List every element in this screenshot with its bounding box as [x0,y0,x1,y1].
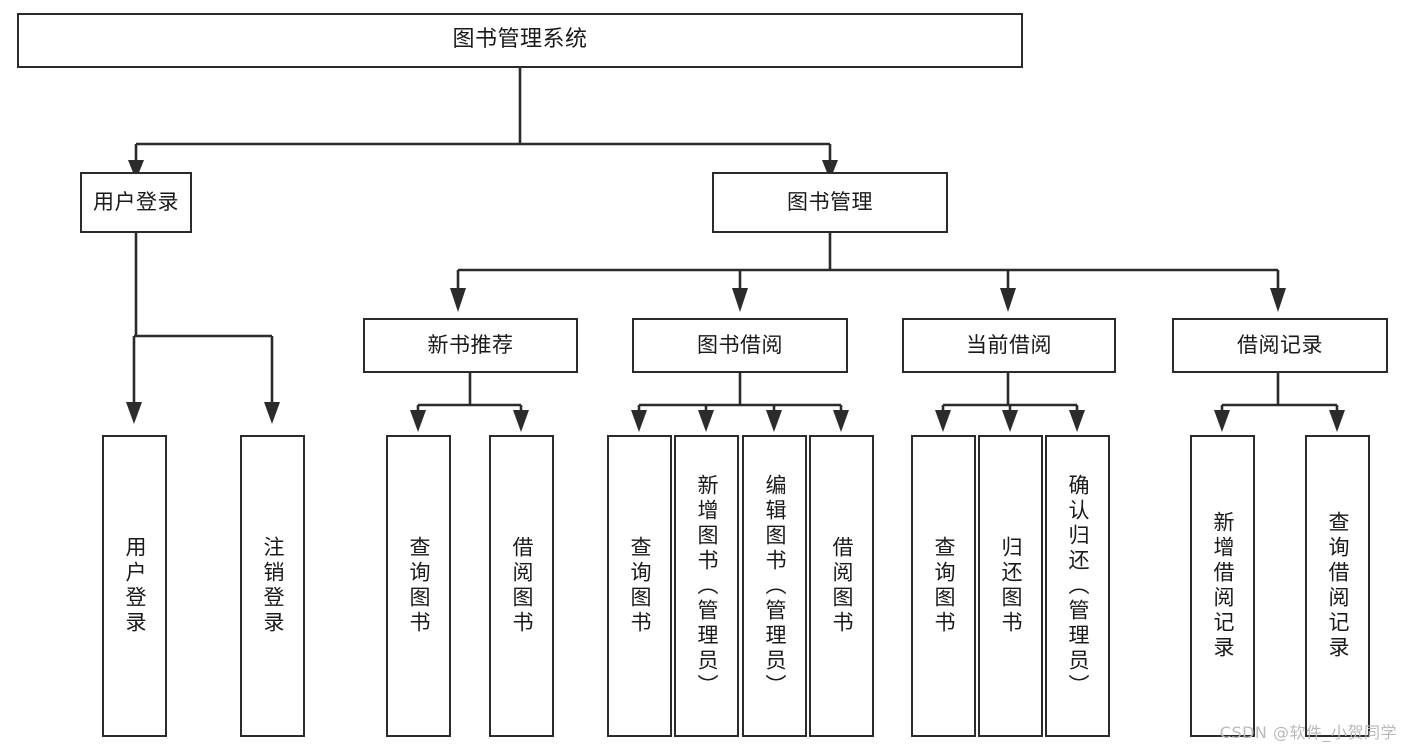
node-label: 编辑图书（管理员） [763,473,787,699]
node-label: 新增图书（管理员） [695,473,719,699]
node-current-borrow[interactable]: 当前借阅 [902,318,1116,373]
leaf-edit-book-admin[interactable]: 编辑图书（管理员） [742,435,807,737]
watermark-text: CSDN @软件_小贺同学 [1219,723,1397,742]
leaf-user-login[interactable]: 用户登录 [102,435,167,737]
leaf-borrow-book[interactable]: 借阅图书 [809,435,874,737]
node-label: 借阅图书 [830,536,854,636]
node-label: 归还图书 [999,536,1023,636]
leaf-logout[interactable]: 注销登录 [240,435,305,737]
node-label: 注销登录 [261,536,285,636]
node-label: 查询图书 [407,536,431,636]
leaf-add-borrow-record[interactable]: 新增借阅记录 [1190,435,1255,737]
node-label: 新增借阅记录 [1211,511,1235,661]
node-label: 查询图书 [628,536,652,636]
node-label: 用户登录 [123,536,147,636]
node-borrow-record[interactable]: 借阅记录 [1172,318,1388,373]
node-label: 查询图书 [932,536,956,636]
node-label: 借阅记录 [1237,332,1323,357]
leaf-confirm-return-admin[interactable]: 确认归还（管理员） [1045,435,1110,737]
leaf-query-book-borrow[interactable]: 查询图书 [607,435,672,737]
node-label: 查询借阅记录 [1326,511,1350,661]
leaf-query-borrow-record[interactable]: 查询借阅记录 [1305,435,1370,737]
node-label: 图书管理 [787,189,873,214]
leaf-query-book-recommend[interactable]: 查询图书 [386,435,451,737]
leaf-borrow-book-recommend[interactable]: 借阅图书 [489,435,554,737]
node-label: 图书管理系统 [452,27,588,53]
node-label: 借阅图书 [510,536,534,636]
node-label: 当前借阅 [966,332,1052,357]
node-user-login[interactable]: 用户登录 [80,172,192,233]
node-label: 用户登录 [93,189,179,214]
node-label: 新书推荐 [427,332,514,357]
leaf-return-book[interactable]: 归还图书 [978,435,1043,737]
node-label: 确认归还（管理员） [1066,473,1090,699]
node-new-book-recommend[interactable]: 新书推荐 [363,318,578,373]
leaf-add-book-admin[interactable]: 新增图书（管理员） [674,435,739,737]
node-book-management[interactable]: 图书管理 [712,172,948,233]
node-label: 图书借阅 [697,332,783,357]
node-root-system[interactable]: 图书管理系统 [17,13,1023,68]
node-book-borrow[interactable]: 图书借阅 [632,318,848,373]
leaf-query-book-current[interactable]: 查询图书 [911,435,976,737]
